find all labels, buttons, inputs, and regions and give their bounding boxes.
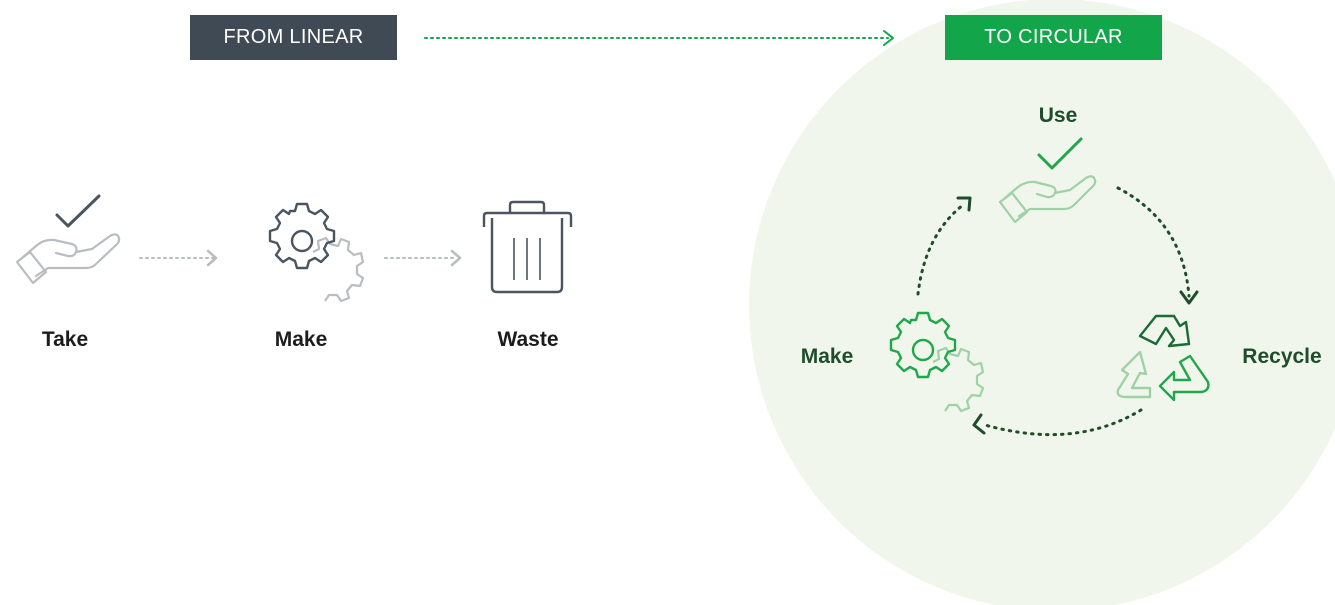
linear-gear-icon xyxy=(268,202,365,303)
recycle-label: Recycle xyxy=(1242,345,1322,368)
from-linear-tag: FROM LINEAR xyxy=(190,15,397,60)
linear-to-circular-arrow xyxy=(424,30,894,46)
use-hand-check-icon xyxy=(998,137,1097,224)
to-circular-tag: TO CIRCULAR xyxy=(945,15,1162,60)
make-to-waste-arrow xyxy=(384,249,462,267)
waste-label: Waste xyxy=(497,328,559,351)
linear-make-label: Make xyxy=(274,328,328,351)
circular-gear-icon xyxy=(889,311,985,413)
use-to-recycle-arrow xyxy=(1116,186,1199,305)
take-label: Take xyxy=(41,328,89,351)
circular-make-label: Make xyxy=(800,345,854,368)
recycle-icon xyxy=(1116,314,1210,402)
take-to-make-arrow xyxy=(139,249,218,267)
take-hand-check-icon xyxy=(15,194,121,285)
make-to-use-arrow xyxy=(916,196,972,296)
use-label: Use xyxy=(1038,104,1078,127)
recycle-to-make-arrow xyxy=(972,408,1143,437)
trash-bin-icon xyxy=(482,200,573,294)
